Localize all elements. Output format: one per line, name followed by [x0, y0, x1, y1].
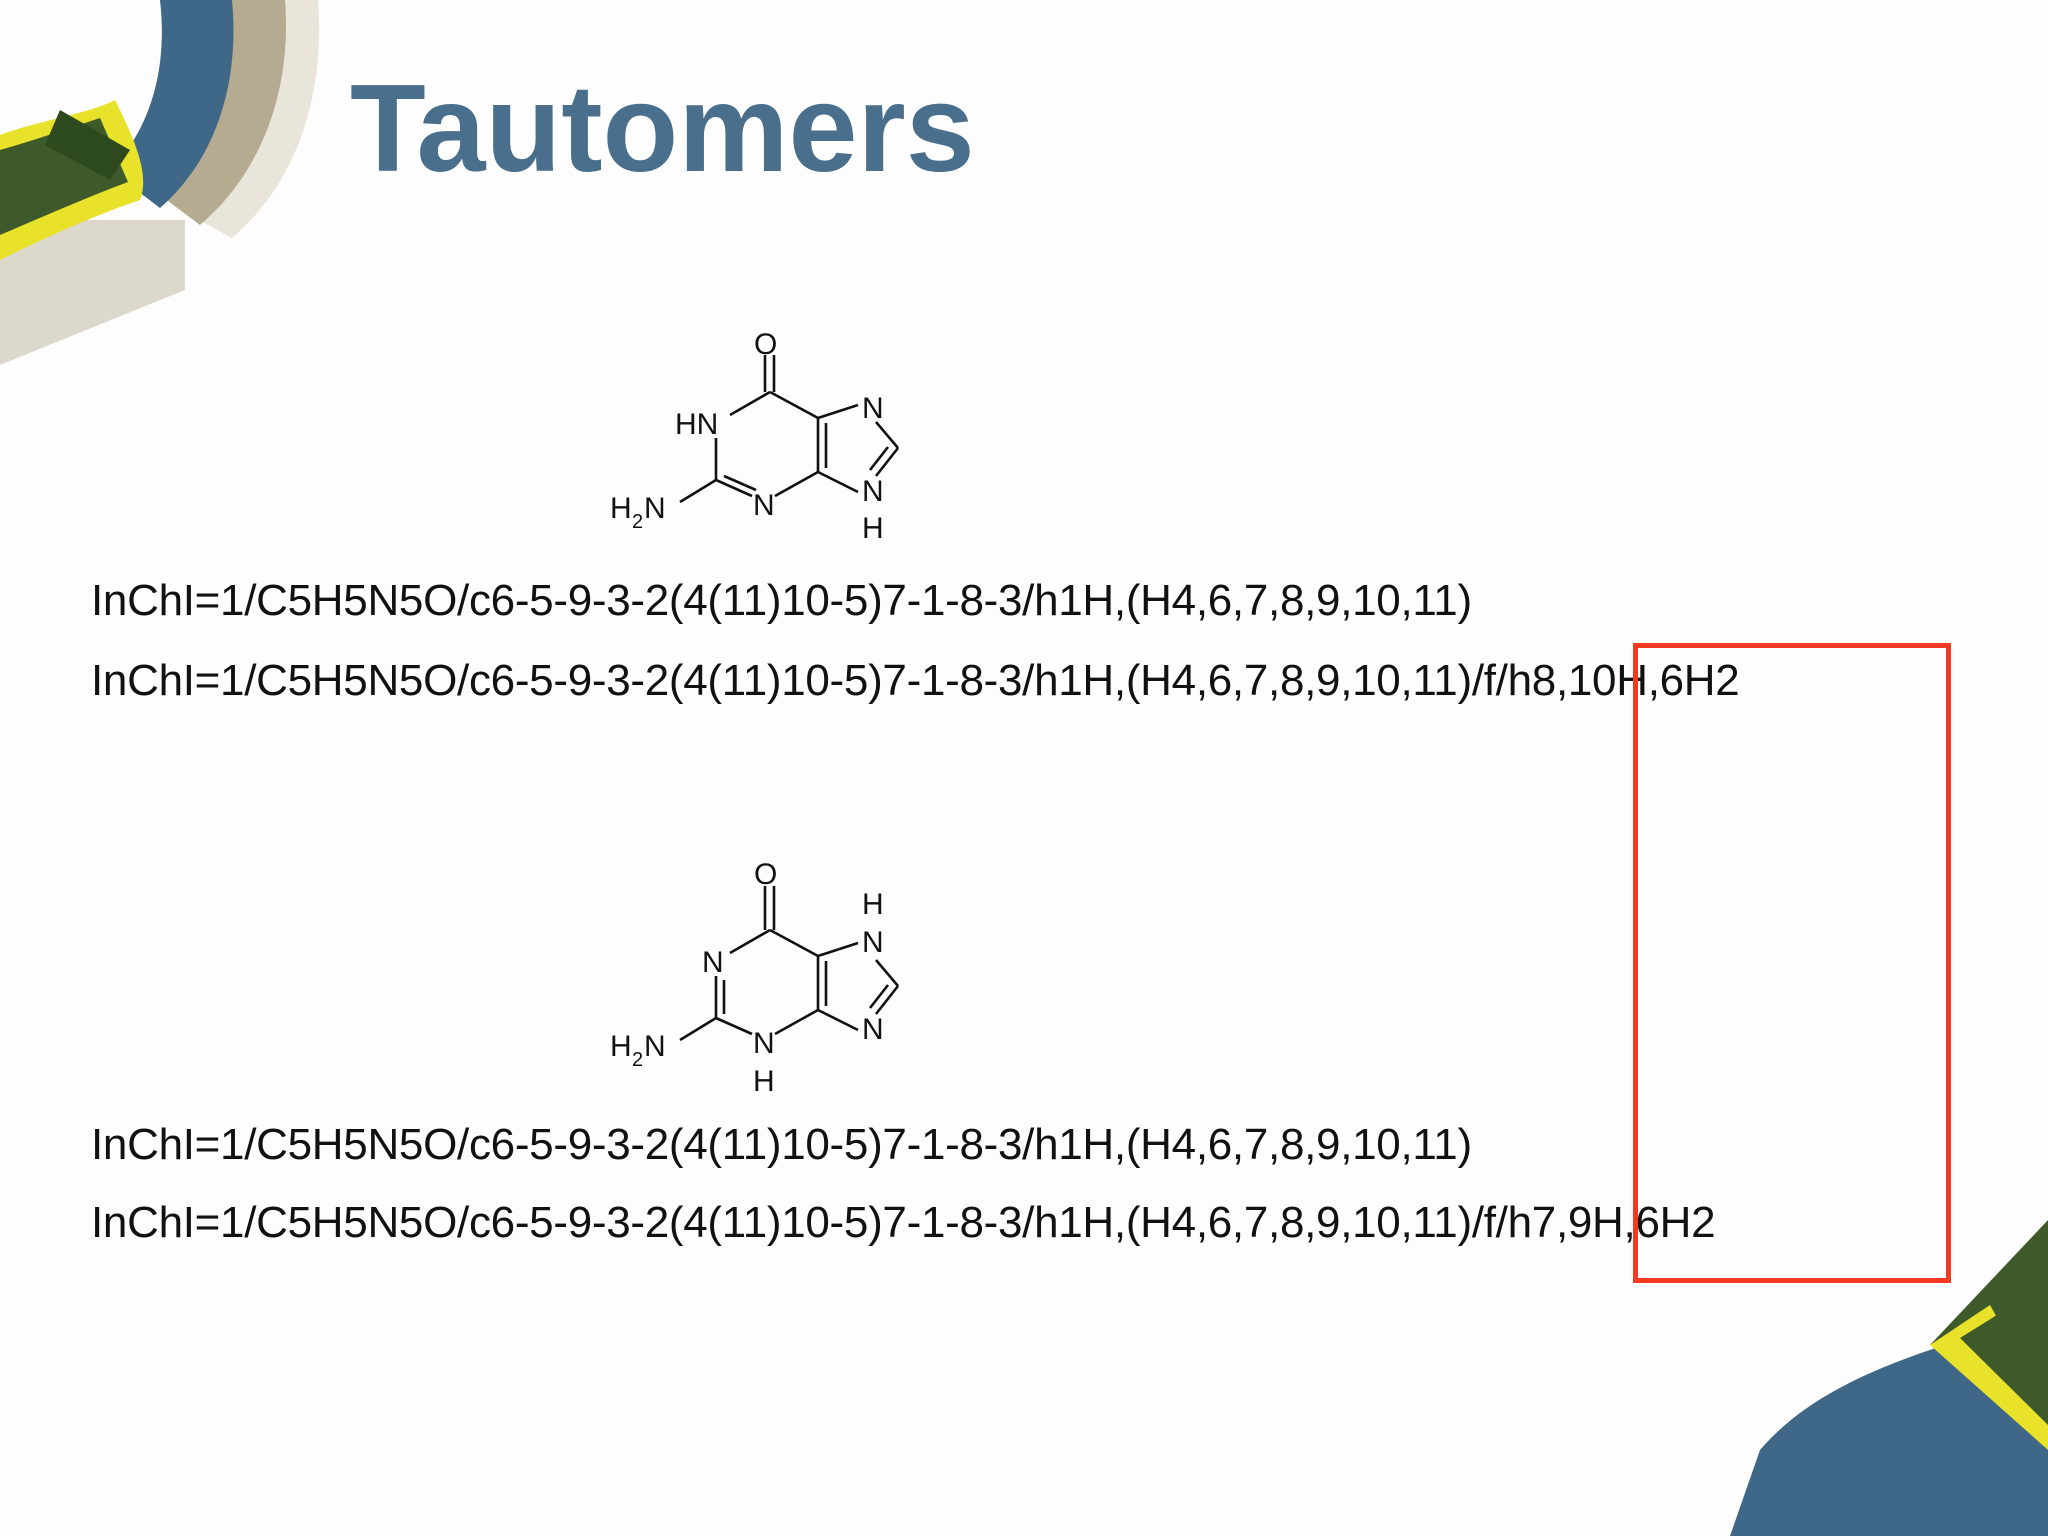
inchi-line-1b: InChI=1/C5H5N5O/c6-5-9-3-2(4(11)10-5)7-1… [91, 656, 1740, 705]
amine-h: H [610, 1030, 632, 1063]
atom-h9: H [862, 512, 884, 545]
amine-n: N [644, 1030, 666, 1063]
inchi-line-1a: InChI=1/C5H5N5O/c6-5-9-3-2(4(11)10-5)7-1… [91, 576, 1472, 625]
corner-decoration-bottom-right [1730, 1220, 2048, 1536]
atom-h7: H [862, 888, 884, 921]
atom-n1: N [702, 946, 724, 979]
atom-n7: N [862, 926, 884, 959]
atom-o: O [754, 858, 777, 891]
inchi-line-2a: InChI=1/C5H5N5O/c6-5-9-3-2(4(11)10-5)7-1… [91, 1120, 1472, 1169]
slide-title: Tautomers [350, 60, 975, 198]
amine-subscript: 2 [632, 1049, 643, 1071]
atom-n9: N [862, 475, 884, 508]
atom-n3: N [753, 1027, 775, 1060]
guanine-structure-1: O HN N N H N H 2 N [610, 328, 900, 545]
inchi-line-2b: InChI=1/C5H5N5O/c6-5-9-3-2(4(11)10-5)7-1… [91, 1198, 1716, 1247]
atom-n3: N [753, 489, 775, 522]
amine-h: H [610, 492, 632, 525]
corner-decoration-top-left [0, 0, 330, 370]
amine-subscript: 2 [632, 511, 643, 533]
highlight-box [1633, 643, 1951, 1283]
amine-n: N [644, 492, 666, 525]
atom-o: O [754, 328, 777, 361]
atom-n9: N [862, 1013, 884, 1046]
guanine-structure-2: O N H N N N H H 2 N [610, 858, 900, 1098]
atom-hn: HN [675, 408, 718, 441]
atom-n7: N [862, 392, 884, 425]
atom-h3: H [753, 1065, 775, 1098]
